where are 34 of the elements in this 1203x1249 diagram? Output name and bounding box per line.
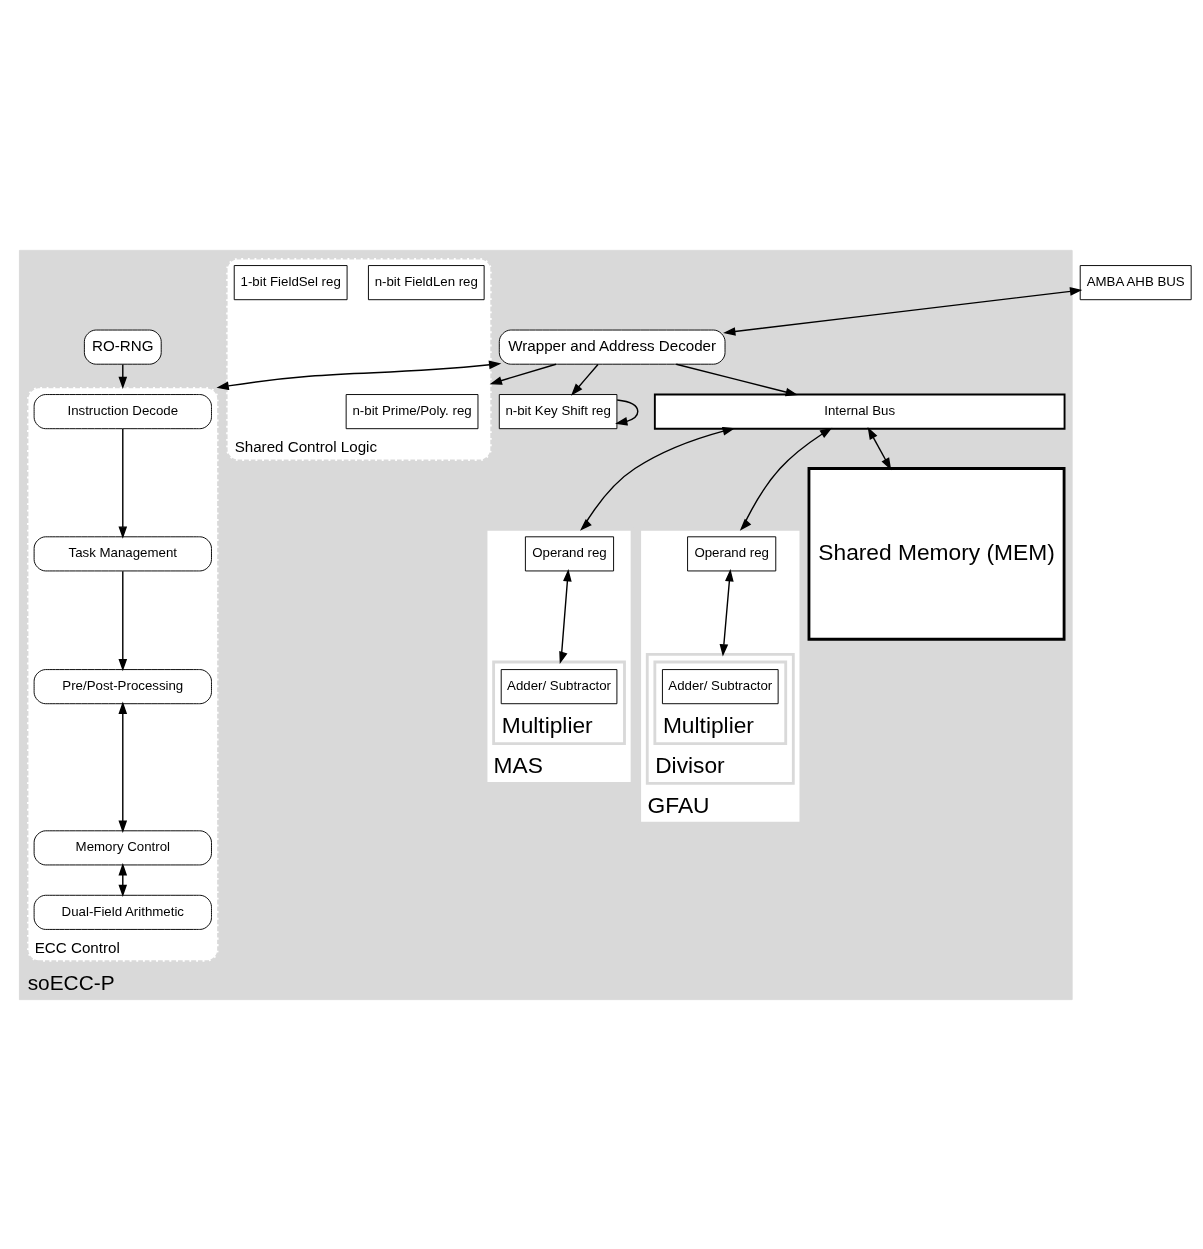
node-box: Dual-Field Arithmetic [33,894,212,930]
node-box: Instruction Decode [33,393,212,429]
node-box: n-bit FieldLen reg [367,264,485,300]
node-box: n-bit Key Shift reg [498,393,618,429]
arrow [118,363,128,389]
node-box: Operand reg [687,535,777,571]
arrow [489,363,557,385]
node-box: Task Management [33,535,212,571]
arrow [675,363,798,396]
node-box: Wrapper and Address Decoder [498,329,726,365]
arrow [723,286,1083,336]
arrow [580,426,735,531]
arrow [739,427,833,531]
arrow [118,427,128,539]
node-box: Adder/ Subtractor [661,668,779,704]
arrow [216,360,502,390]
arrow [867,426,892,470]
node-box: AMBA AHB BUS [1079,264,1192,300]
node-box: RO-RNG [83,329,162,365]
arrow [615,398,639,426]
node-box: Operand reg [524,535,615,571]
node-box: 1-bit FieldSel reg [233,264,348,300]
node-box: Adder/ Subtractor [500,668,618,704]
arrow [571,363,599,396]
arrow [118,701,128,833]
node-box: Internal Bus [653,393,1066,430]
node-box: Shared Memory (MEM) [807,466,1066,641]
node-box: n-bit Prime/Poly. reg [345,393,479,429]
node-box: Pre/Post-Processing [33,668,212,704]
arrow [719,568,734,657]
node-box: Memory Control [33,829,212,865]
arrow [559,568,572,664]
arrow [118,569,128,671]
arrow [118,862,128,897]
